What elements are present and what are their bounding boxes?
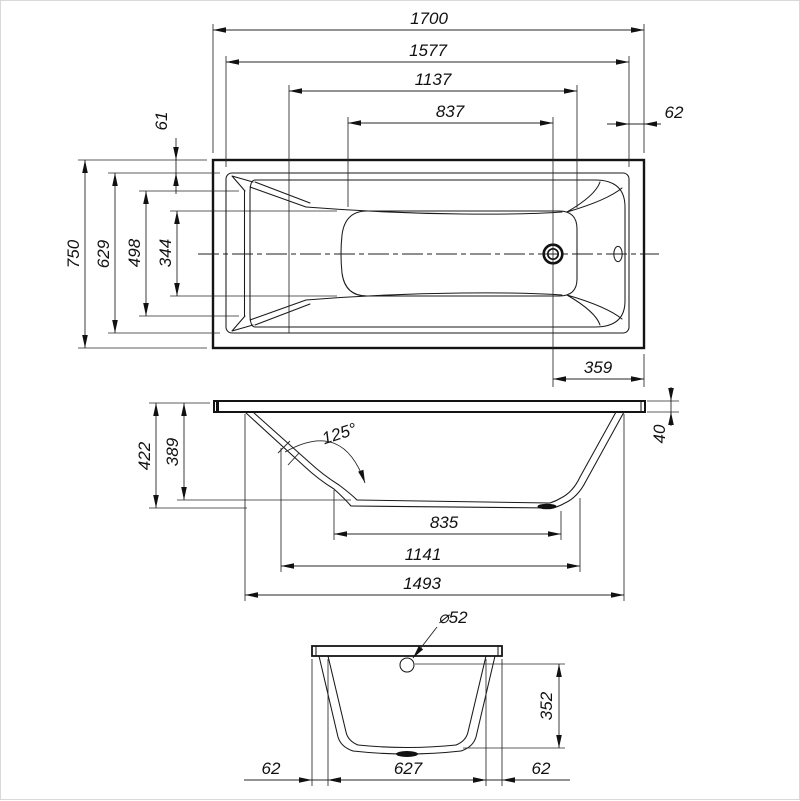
wall-seam-bottom [305, 292, 563, 301]
backrest-slope-bottom [249, 299, 311, 326]
front-wall-inner [549, 411, 617, 504]
basin-floor-edge [340, 210, 578, 297]
basin-opening-edge [249, 179, 626, 328]
dim-overall-height: 422 [135, 441, 154, 470]
label-overflow-diameter: ⌀52 [438, 608, 468, 627]
rim-profile-end [311, 645, 503, 657]
overflow-hole-end [399, 657, 415, 673]
floor-exterior-line [350, 505, 553, 509]
rim-inner-edge [225, 172, 630, 334]
side-view: 125° 422 389 [135, 387, 679, 601]
front-wall-outer [551, 411, 625, 509]
side-view-dimension-lines [153, 387, 674, 598]
wall-seam-top [305, 206, 563, 215]
dim-basin-length: 1137 [415, 70, 452, 89]
rim-profile [213, 400, 646, 413]
top-view-extension-lines [78, 24, 645, 387]
end-wall-left-inner [327, 655, 359, 746]
drain-fitting-side [537, 503, 557, 510]
backrest-slope-inner [252, 411, 358, 501]
dim-rim-edge-height: 40 [650, 424, 669, 443]
backrest-slope-outer [244, 411, 352, 507]
dim-rim-inner-length: 1577 [409, 41, 447, 60]
dim-end-interior-depth: 352 [537, 691, 556, 720]
end-view: ⌀52 352 62 627 62 [244, 608, 570, 786]
backrest-corner-top [231, 175, 254, 192]
dim-basin-floor-width: 344 [156, 239, 175, 267]
angle-tick-1 [277, 440, 291, 454]
top-view: 1700 1577 1137 837 62 61 750 629 498 344… [64, 9, 684, 387]
dim-interior-depth: 389 [163, 437, 182, 466]
end-view-dimension-lines [244, 664, 570, 783]
angle-tick-2 [287, 452, 300, 466]
end-wall-right-outer [460, 655, 496, 752]
dim-backrest-angle: 125° [320, 419, 360, 448]
dim-right-offset: 62 [532, 759, 551, 778]
dim-shell-length: 1493 [403, 574, 441, 593]
end-wall-left-outer [318, 655, 354, 752]
dim-rim-border-right: 62 [665, 103, 684, 122]
backrest-slope-top [249, 181, 311, 208]
overflow-leader [412, 626, 438, 659]
dim-basin-top-width: 498 [125, 238, 144, 267]
end-slope-top-right [566, 181, 623, 213]
floor-interior-line [356, 499, 551, 504]
dim-end-floor-width: 627 [394, 759, 423, 778]
end-view-extension-lines [311, 659, 565, 786]
top-view-dimension-lines [82, 27, 661, 382]
dim-backrest-to-drain: 837 [436, 102, 465, 121]
dim-rim-inner-width: 629 [94, 239, 113, 268]
angle-arc [284, 440, 366, 484]
dim-overall-length: 1700 [410, 9, 448, 28]
dim-left-offset: 62 [262, 759, 281, 778]
end-floor-interior [357, 744, 457, 749]
end-slope-bottom-right [566, 294, 623, 326]
dim-drain-to-edge: 359 [584, 358, 613, 377]
dim-overall-width: 750 [64, 239, 83, 268]
dim-rim-border-top: 61 [152, 112, 171, 131]
drain-fitting-end [396, 751, 418, 757]
dim-base-length: 1141 [405, 545, 442, 564]
side-view-extension-lines [149, 400, 679, 601]
end-wall-right-inner [455, 655, 487, 746]
dim-floor-flat-length: 835 [430, 513, 459, 532]
backrest-corner-bottom [231, 315, 254, 332]
